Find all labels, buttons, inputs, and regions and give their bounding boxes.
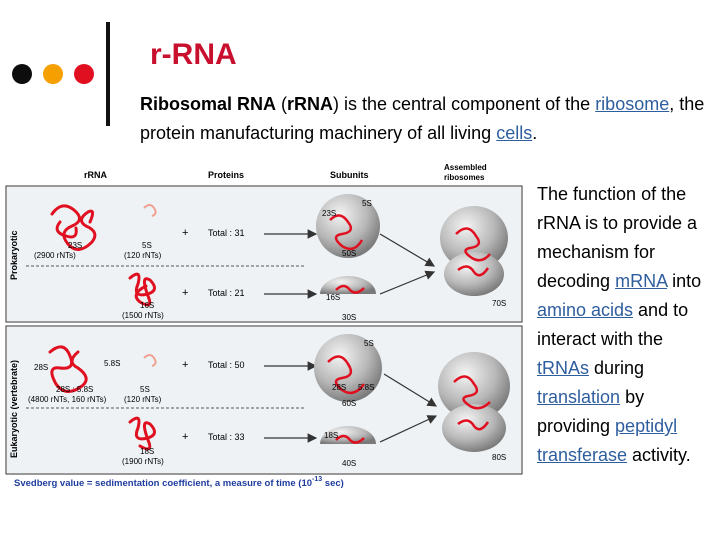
- subunit-60s: [314, 334, 382, 402]
- pro-23s-nts: (2900 rNTs): [34, 251, 76, 260]
- dot-red: [74, 64, 94, 84]
- total-euk-small: Total : 33: [208, 432, 245, 442]
- euk-28s-label: 28S: [34, 363, 48, 372]
- side-text: The function of the rRNA is to provide a…: [537, 184, 698, 291]
- euk-58s-label: 5.8S: [104, 359, 120, 368]
- plus-pro-large: +: [182, 227, 188, 239]
- ribosome-70s-bottom: [444, 252, 504, 296]
- caption-main: Svedberg value = sedimentation coefficie…: [14, 478, 312, 489]
- arrow-50s-to-70s: [379, 233, 436, 267]
- caption-exponent: -13: [312, 476, 322, 483]
- link-trnas[interactable]: tRNAs: [537, 358, 590, 378]
- sub-50s: 50S: [342, 249, 356, 258]
- subunit-50s: [316, 194, 380, 258]
- total-pro-large: Total : 31: [208, 228, 245, 238]
- pro-5s-nts: (120 rNTs): [124, 251, 162, 260]
- sub-6s: 5S: [364, 339, 374, 348]
- arrow-40s-to-80s: [379, 415, 438, 443]
- link-mrna[interactable]: mRNA: [615, 271, 668, 291]
- intro-text: (: [276, 94, 288, 114]
- side-text: into: [667, 271, 702, 291]
- euk-18s-label: 18S: [140, 447, 154, 456]
- slide-title: r-RNA: [150, 38, 237, 71]
- euk-28s-58s-label: 28S : 5.8S: [56, 385, 93, 394]
- rna-16s-tangle: [128, 272, 156, 307]
- link-amino-acids[interactable]: amino acids: [537, 300, 634, 320]
- rna-5s-small: [143, 204, 157, 217]
- sub-16s: 16S: [326, 293, 340, 302]
- plus-euk-large: +: [182, 359, 188, 371]
- link-ribosome[interactable]: ribosome: [595, 94, 670, 114]
- sub-23s: 23S: [322, 209, 336, 218]
- plus-euk-small: +: [182, 431, 188, 443]
- ribosome-70s-rna: [455, 227, 491, 277]
- ribosome-70s-label: 70S: [492, 299, 506, 308]
- header-ribosomes: ribosomes: [444, 173, 485, 182]
- pro-16s-nts: (1500 rNTs): [122, 311, 164, 320]
- ribosome-70s-top: [440, 206, 508, 270]
- subunit-60s-rna: [327, 355, 366, 395]
- header-subunits: Subunits: [330, 170, 369, 180]
- euk-5s-label: 5S: [140, 385, 150, 394]
- ribosome-80s-label: 80S: [492, 453, 506, 462]
- euk-28s-58s-nts: (4800 rNTs, 160 rNTs): [28, 395, 107, 404]
- euk-18s-nts: (1900 rNTs): [122, 457, 164, 466]
- intro-bold-term: Ribosomal RNA: [140, 94, 277, 114]
- intro-paragraph: Ribosomal RNA (rRNA) is the central comp…: [140, 90, 712, 148]
- pro-23s-label: 23S: [68, 241, 82, 250]
- side-text: during: [589, 358, 645, 378]
- sub-18s: 18S: [324, 431, 338, 440]
- ribosome-figure: rRNA Proteins Subunits Assembled ribosom…: [5, 163, 523, 489]
- label-eukaryotic: Eukaryotic (vertebrate): [9, 360, 19, 458]
- link-peptidyl-transferase[interactable]: peptidyl transferase: [537, 416, 678, 465]
- sub-30s: 30S: [342, 313, 356, 322]
- rna-23s-tangle: [50, 204, 97, 251]
- sub-40s: 40S: [342, 459, 356, 468]
- header-proteins: Proteins: [208, 170, 244, 180]
- header-assembled: Assembled: [444, 163, 487, 172]
- rna-5s-euk-small: [143, 354, 157, 367]
- side-text: and to interact with the: [537, 300, 689, 349]
- intro-text: ) is the central component of the: [333, 94, 596, 114]
- side-text: activity.: [627, 445, 691, 465]
- function-paragraph: The function of the rRNA is to provide a…: [537, 180, 715, 470]
- pro-5s-label: 5S: [142, 241, 152, 250]
- intro-text: .: [532, 123, 538, 143]
- intro-text: , the protein manufacturing machinery of…: [140, 94, 705, 143]
- plus-pro-small: +: [182, 287, 188, 299]
- link-translation[interactable]: translation: [537, 387, 621, 407]
- arrow-30s-to-70s: [379, 270, 436, 295]
- sub-60s: 60S: [342, 399, 356, 408]
- sub-28s: 28S: [332, 383, 346, 392]
- subunit-50s-rna: [329, 214, 364, 251]
- euk-5s-nts: (120 rNTs): [124, 395, 162, 404]
- subunit-30s-rna: [335, 284, 365, 294]
- bullet-dots: [12, 64, 94, 86]
- dot-black: [12, 64, 32, 84]
- rna-28s-tangle: [48, 345, 88, 393]
- caption-end: sec): [322, 478, 344, 489]
- header-rrna: rRNA: [84, 170, 108, 180]
- total-pro-small: Total : 21: [208, 288, 245, 298]
- ribosome-80s-rna: [453, 375, 491, 431]
- dot-orange: [43, 64, 63, 84]
- svedberg-caption: Svedberg value = sedimentation coefficie…: [14, 476, 344, 489]
- arrow-60s-to-80s: [383, 373, 438, 407]
- label-prokaryotic: Prokaryotic: [9, 230, 19, 280]
- link-cells[interactable]: cells: [496, 123, 533, 143]
- ribosome-80s-bottom: [442, 404, 506, 452]
- total-euk-large: Total : 50: [208, 360, 245, 370]
- side-text: by providing: [537, 387, 645, 436]
- rna-18s-tangle: [128, 416, 156, 451]
- panel-prok-tint: [7, 187, 521, 321]
- title-divider: [106, 22, 110, 126]
- subunit-40s-rna: [335, 434, 365, 444]
- pro-16s-label: 16S: [140, 301, 154, 310]
- intro-bold-abbr: rRNA: [287, 94, 334, 114]
- sub-58s: 5.8S: [358, 383, 374, 392]
- sub-5s: 5S: [362, 199, 372, 208]
